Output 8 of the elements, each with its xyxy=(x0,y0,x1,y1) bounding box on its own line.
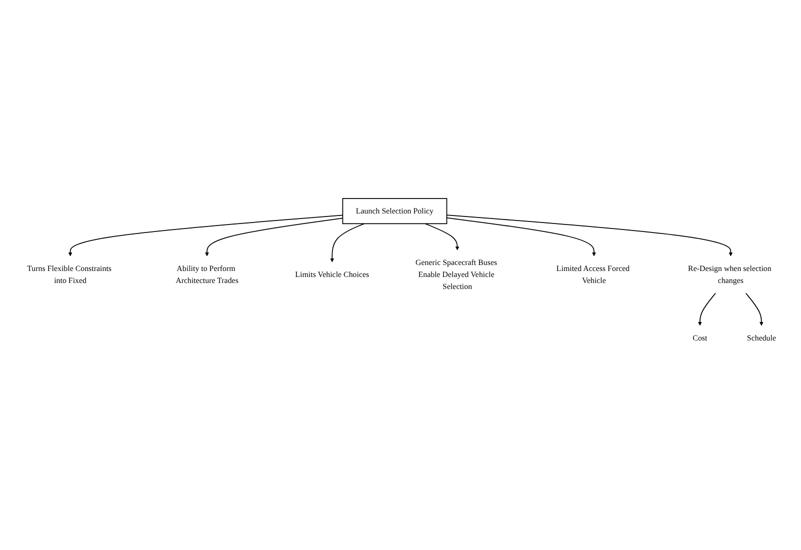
arrow xyxy=(330,224,365,263)
arrow xyxy=(424,224,460,251)
arrow xyxy=(446,218,596,257)
arrow xyxy=(68,215,344,257)
arrow xyxy=(205,218,344,257)
arrow xyxy=(446,215,733,257)
arrow xyxy=(745,293,764,326)
arrow xyxy=(698,293,716,326)
